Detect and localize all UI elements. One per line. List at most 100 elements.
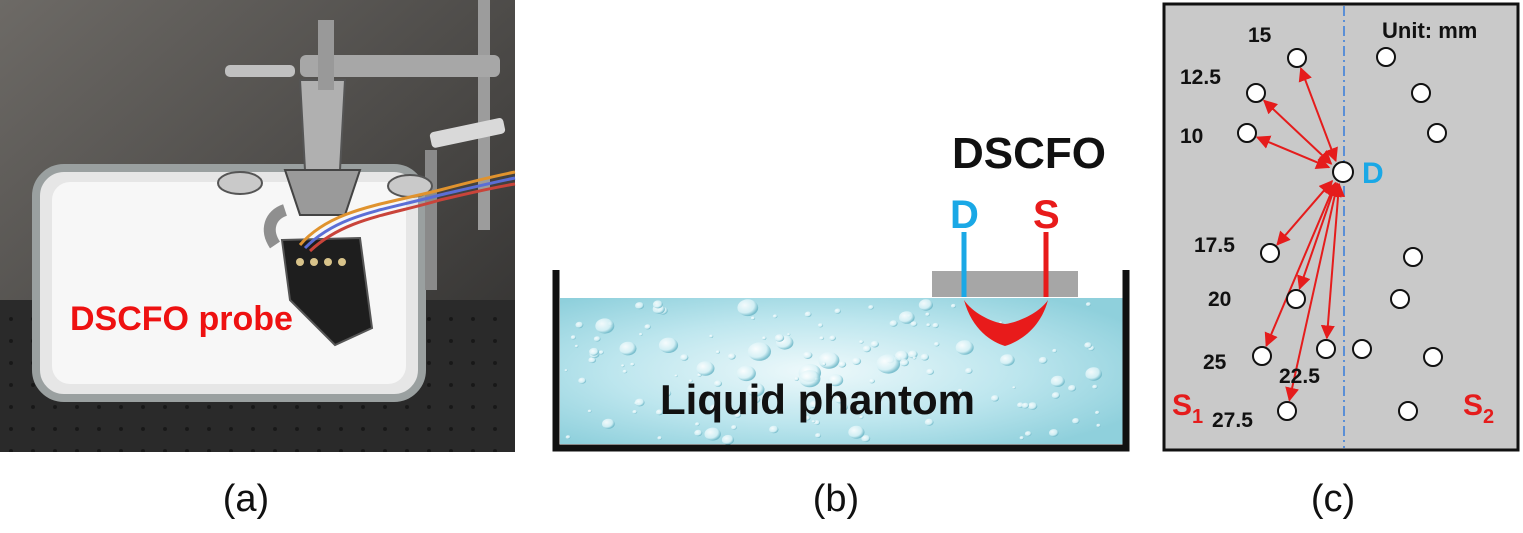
source-hole <box>1237 123 1257 143</box>
source-hole <box>1277 401 1297 421</box>
source-hole <box>1423 347 1443 367</box>
distance-arrow <box>1255 135 1331 169</box>
probe-pad <box>932 271 1078 297</box>
probe-title: DSCFO <box>952 129 1106 178</box>
bubble <box>1085 367 1102 381</box>
bubble <box>587 409 592 413</box>
caption-a: (a) <box>222 478 270 520</box>
stand-rod <box>478 0 490 230</box>
bubble <box>1085 302 1092 307</box>
bubble <box>747 382 765 397</box>
bubble <box>565 435 571 439</box>
distance-label-22-5: 22.5 <box>1279 365 1320 388</box>
bubble <box>570 335 577 340</box>
bubble <box>1084 342 1092 349</box>
bubbles <box>564 299 1102 445</box>
bubble <box>588 357 596 364</box>
bubble <box>920 353 929 361</box>
bubble <box>715 350 721 354</box>
bubble <box>1027 402 1038 410</box>
bubble <box>799 391 809 399</box>
bubble <box>602 418 615 429</box>
bubble <box>804 415 811 421</box>
arrows <box>1255 66 1346 402</box>
bubble <box>635 302 645 310</box>
bubble <box>838 361 847 368</box>
source-hole <box>1286 289 1306 309</box>
s1-sub: 1 <box>1192 406 1203 428</box>
bubble <box>899 311 915 324</box>
source-hole <box>1316 339 1336 359</box>
bubble <box>1072 418 1080 424</box>
bubble <box>910 321 918 327</box>
bubble <box>747 342 772 361</box>
bubble <box>932 322 939 329</box>
source-hole <box>1252 346 1272 366</box>
source-label: S <box>1033 193 1060 237</box>
bubble <box>564 369 568 372</box>
source-hole <box>1390 289 1410 309</box>
bubble <box>799 370 821 388</box>
bubble <box>1019 436 1024 440</box>
bubble <box>578 377 587 384</box>
bubble <box>772 314 778 319</box>
bubble <box>957 388 964 394</box>
distance-label-25: 25 <box>1203 351 1227 374</box>
bubble <box>621 364 625 368</box>
bubble <box>575 321 584 329</box>
distance-label-10: 10 <box>1180 125 1203 148</box>
distance-arrow <box>1285 182 1342 402</box>
phantom-label: Liquid phantom <box>660 376 975 423</box>
unit-label: Unit: mm <box>1382 18 1477 43</box>
bubble <box>886 392 891 396</box>
bubble <box>688 379 693 383</box>
probe-label: DSCFO probe <box>70 300 293 338</box>
bubble <box>1068 385 1077 392</box>
bubble <box>803 351 813 359</box>
bubble <box>1000 354 1015 366</box>
distance-label-12-5: 12.5 <box>1180 66 1221 89</box>
bubble <box>934 342 940 347</box>
bubble <box>598 350 604 355</box>
bubble <box>1050 375 1065 387</box>
bubble <box>1021 402 1029 409</box>
bubble <box>695 422 700 427</box>
bubble <box>680 354 689 361</box>
bubble <box>908 350 918 359</box>
bubble <box>926 368 934 375</box>
bubble <box>696 361 715 376</box>
holes <box>1237 47 1447 421</box>
bubble <box>829 335 836 341</box>
source-hole <box>1260 243 1280 263</box>
bubble <box>794 376 800 381</box>
detector-hole <box>1332 161 1354 183</box>
bubble <box>818 352 840 369</box>
bubble <box>709 404 720 413</box>
bubble <box>639 332 643 336</box>
bubble <box>918 299 934 311</box>
bubble <box>1049 429 1059 437</box>
white-phantom <box>52 182 406 384</box>
panel-c: Unit: mm D 15 12.5 10 17.5 20 25 22.5 27… <box>1162 2 1520 452</box>
bubble <box>861 435 871 443</box>
bubble <box>851 357 862 365</box>
bubble <box>859 340 864 344</box>
banana-path <box>964 300 1048 346</box>
bubble <box>848 425 865 439</box>
bubble <box>955 340 974 355</box>
s1-main: S <box>1172 389 1192 422</box>
bubble <box>714 380 722 387</box>
bubble <box>769 425 779 434</box>
bubble <box>727 353 736 360</box>
source-hole <box>1376 47 1396 67</box>
bubble <box>622 369 628 374</box>
bubble <box>815 433 822 438</box>
distance-label-27-5: 27.5 <box>1212 409 1253 432</box>
bubble <box>869 378 875 384</box>
probe <box>263 204 374 347</box>
bubble <box>704 427 721 441</box>
bubble <box>658 337 679 353</box>
s2-sub: 2 <box>1483 406 1494 428</box>
bubble <box>734 412 742 418</box>
source-hole <box>1287 48 1307 68</box>
